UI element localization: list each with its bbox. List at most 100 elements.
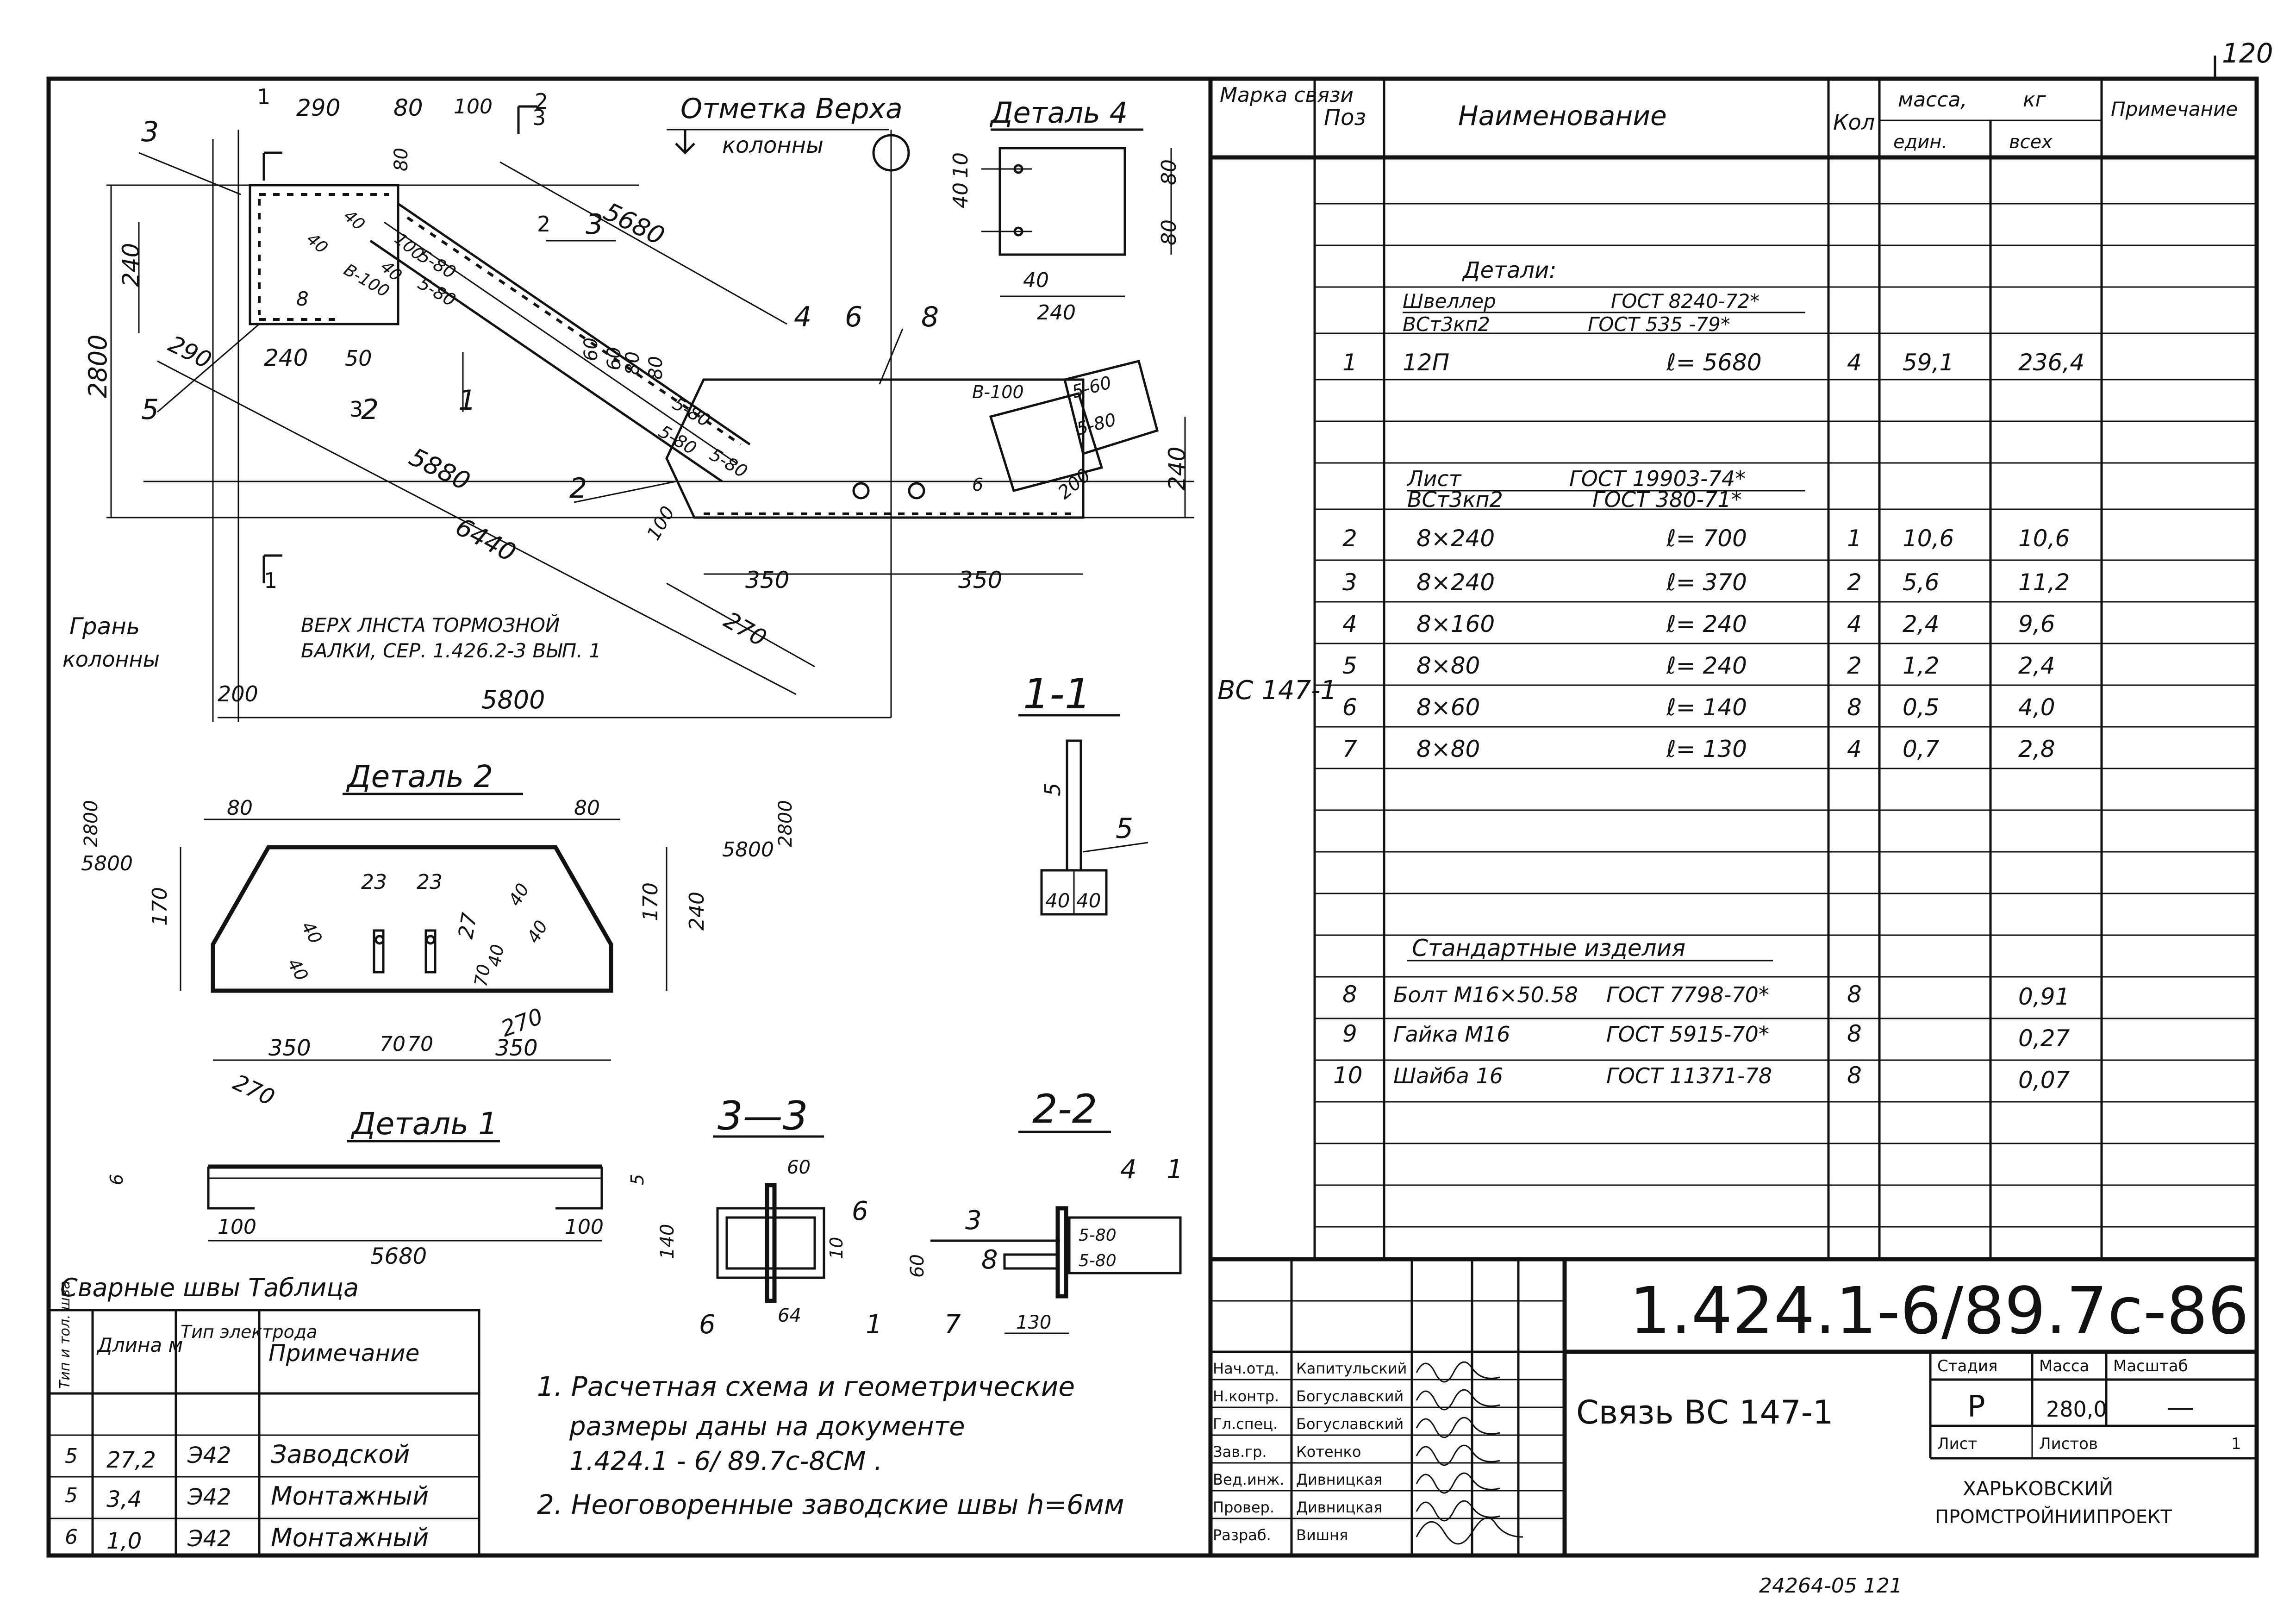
svg-text:10: 10 (1333, 1062, 1363, 1089)
staff-row: Провер. Дивницкая (1213, 1499, 1382, 1516)
svg-text:1,2: 1,2 (1903, 652, 1940, 679)
svg-text:100: 100 (218, 1215, 256, 1239)
svg-text:Р: Р (1967, 1390, 1985, 1424)
svg-text:Н.контр.: Н.контр. (1213, 1387, 1279, 1405)
svg-text:2: 2 (537, 212, 550, 237)
svg-text:5800: 5800 (81, 852, 133, 875)
svg-text:236,4: 236,4 (2018, 349, 2084, 376)
svg-text:350: 350 (268, 1035, 311, 1061)
svg-text:4: 4 (1847, 736, 1862, 762)
svg-text:3: 3 (141, 116, 159, 148)
svg-text:1: 1 (2231, 1435, 2241, 1453)
svg-text:5: 5 (65, 1484, 78, 1507)
svg-text:64: 64 (778, 1305, 801, 1326)
staff-row: Вед.инж. Дивницкая (1213, 1471, 1382, 1488)
svg-text:1: 1 (1847, 525, 1862, 552)
svg-text:8: 8 (1847, 1062, 1862, 1089)
svg-text:ℓ= 700: ℓ= 700 (1666, 525, 1747, 552)
svg-text:колонны: колонны (722, 132, 824, 158)
svg-text:5: 5 (141, 394, 159, 426)
svg-text:130: 130 (1016, 1312, 1051, 1333)
svg-text:Зав.гр.: Зав.гр. (1213, 1443, 1267, 1461)
svg-text:колонны: колонны (62, 647, 160, 672)
svg-text:5-80: 5-80 (1079, 1226, 1117, 1245)
svg-text:B-100: B-100 (972, 382, 1024, 402)
svg-text:Сварные швы Таблица: Сварные швы Таблица (60, 1273, 359, 1302)
staff-row: Н.контр. Богуславский (1213, 1387, 1404, 1405)
svg-text:8×60: 8×60 (1416, 694, 1480, 721)
svg-text:Деталь 2: Деталь 2 (346, 759, 493, 794)
svg-text:Грань: Грань (69, 613, 140, 640)
svg-text:100: 100 (643, 503, 679, 544)
svg-text:Деталь 1: Деталь 1 (350, 1106, 498, 1142)
svg-text:4,0: 4,0 (2018, 694, 2055, 721)
svg-text:5-80: 5-80 (415, 245, 460, 283)
svg-text:3,4: 3,4 (106, 1487, 142, 1512)
svg-text:80: 80 (391, 148, 412, 171)
svg-text:40: 40 (297, 918, 326, 948)
svg-text:80: 80 (645, 356, 667, 380)
svg-text:11,2: 11,2 (2018, 569, 2070, 596)
svg-text:6: 6 (845, 301, 862, 333)
svg-text:80: 80 (574, 796, 600, 820)
svg-text:280,0: 280,0 (2046, 1397, 2107, 1422)
svg-text:10: 10 (826, 1237, 847, 1259)
svg-text:70: 70 (407, 1032, 433, 1056)
svg-text:ℓ= 370: ℓ= 370 (1666, 569, 1747, 596)
svg-text:60: 60 (580, 337, 602, 361)
svg-text:5,6: 5,6 (1903, 569, 1940, 596)
svg-text:Листов: Листов (2039, 1435, 2098, 1453)
svg-text:80: 80 (393, 94, 423, 121)
svg-text:Котенко: Котенко (1296, 1443, 1361, 1461)
svg-text:5-80: 5-80 (1074, 409, 1118, 439)
title-block: 1.424.1-6/89.7с-86 Связь ВС 147-1 Стадия… (1210, 1257, 2257, 1555)
svg-text:80: 80 (1157, 219, 1181, 245)
svg-text:Длина м: Длина м (96, 1334, 183, 1356)
spec-row: 6 8×60 ℓ= 140 8 0,5 4,0 (1342, 694, 2055, 721)
svg-text:6: 6 (852, 1196, 868, 1226)
svg-text:290: 290 (296, 94, 340, 121)
signature-scribble (1416, 1500, 1500, 1522)
svg-text:Отметка Верха: Отметка Верха (680, 93, 903, 125)
svg-text:2,4: 2,4 (2018, 652, 2055, 679)
spec-row: 7 8×80 ℓ= 130 4 0,7 2,8 (1342, 736, 2055, 762)
svg-text:350: 350 (745, 567, 789, 593)
svg-text:27,2: 27,2 (106, 1447, 156, 1473)
svg-text:240: 240 (1037, 301, 1076, 325)
svg-text:80: 80 (622, 351, 643, 375)
signature-scribble (1416, 1517, 1523, 1545)
svg-text:60: 60 (907, 1254, 928, 1278)
svg-text:8: 8 (1847, 694, 1862, 721)
page-number: 120 (2222, 37, 2273, 69)
svg-text:2800: 2800 (775, 800, 796, 847)
svg-text:4: 4 (1342, 611, 1357, 637)
footer-stamp: 24264-05 121 (1759, 1574, 1903, 1598)
svg-text:ВС 147-1: ВС 147-1 (1217, 675, 1337, 706)
svg-text:Масса: Масса (2039, 1357, 2089, 1375)
main-view: Отметка Верха колонны Грань колонны ВЕРХ… (62, 84, 1194, 722)
svg-text:200: 200 (218, 681, 258, 706)
svg-text:40: 40 (1023, 269, 1049, 292)
svg-text:140: 140 (657, 1224, 678, 1259)
svg-text:Богуславский: Богуславский (1296, 1387, 1404, 1405)
svg-text:0,91: 0,91 (2018, 983, 2070, 1010)
spec-row: 2 8×240 ℓ= 700 1 10,6 10,6 (1342, 525, 2070, 552)
svg-text:ГОСТ 19903-74*: ГОСТ 19903-74* (1569, 466, 1746, 491)
svg-text:Болт М16×50.58: Болт М16×50.58 (1393, 982, 1578, 1007)
svg-text:2: 2 (535, 89, 548, 114)
svg-text:—: — (2166, 1391, 2194, 1424)
svg-text:ХАРЬКОВСКИЙ: ХАРЬКОВСКИЙ (1963, 1477, 2113, 1500)
svg-text:4: 4 (1120, 1155, 1137, 1185)
notes: 1. Расчетная схема и геометрические разм… (537, 1371, 1124, 1520)
svg-text:Дивницкая: Дивницкая (1296, 1471, 1382, 1488)
svg-text:8: 8 (981, 1245, 998, 1275)
svg-text:Вишня: Вишня (1296, 1526, 1348, 1544)
svg-text:350: 350 (958, 567, 1002, 593)
spec-table: Марка связи Поз Наименование Кол масса, … (1210, 79, 2259, 1259)
welds-table: Сварные швы Таблица Тип и тол. шва Длина… (47, 1273, 480, 1557)
signature-scribble (1416, 1417, 1500, 1438)
svg-text:размеры даны на документе: размеры даны на документе (569, 1412, 965, 1442)
svg-text:9,6: 9,6 (2018, 611, 2055, 637)
spec-row: 4 8×160 ℓ= 240 4 2,4 9,6 (1342, 611, 2055, 637)
